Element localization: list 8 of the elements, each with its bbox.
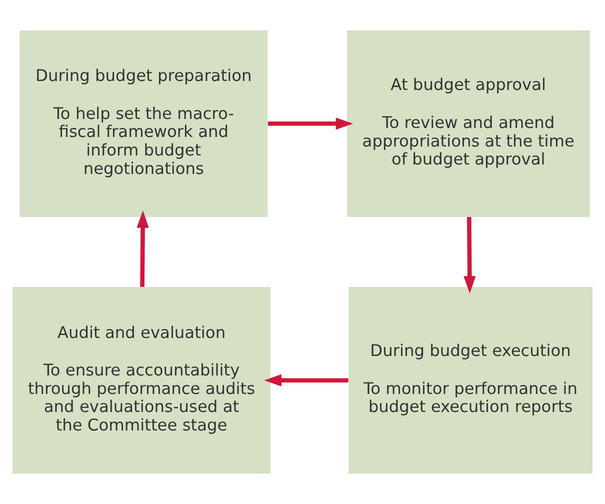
node-box: Audit and evaluation To ensure accountability through performance audits and evaluations-used at the Committee stage [12, 287, 270, 474]
arrow [464, 216, 476, 294]
node-box: During budget preparation To help set the macro-fiscal framework and inform budget negotionations [20, 30, 268, 217]
arrow [136, 210, 149, 287]
arrow [264, 374, 348, 386]
node-box: During budget execution To monitor performance in budget execution reports [348, 287, 592, 474]
node-box: At budget approval To review and amend appropriations at the time of budget approval [347, 30, 590, 217]
arrow [268, 118, 354, 130]
